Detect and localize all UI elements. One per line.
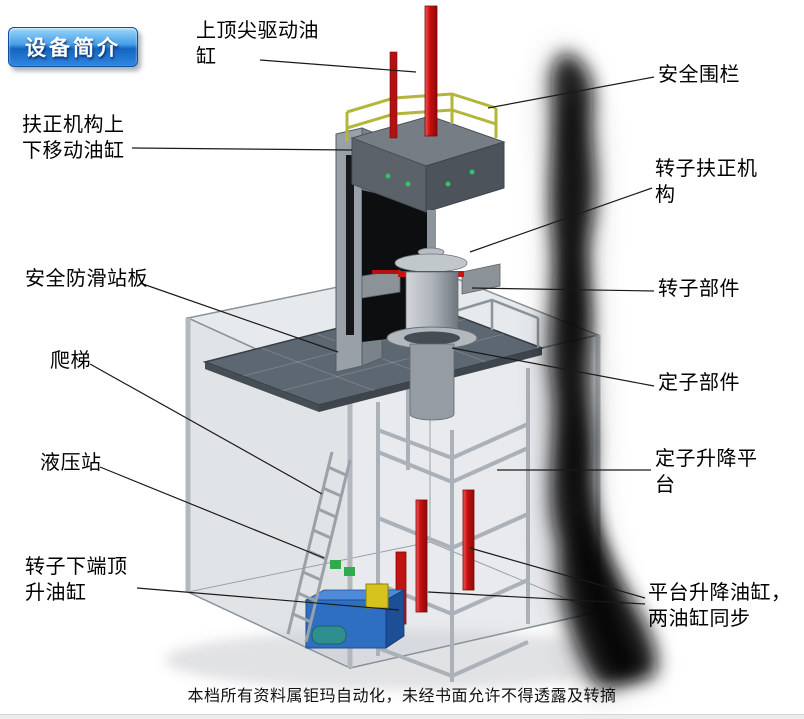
label-centering-lift-cylinder: 扶正机构上下移动油缸 — [22, 114, 125, 162]
label-stator-component: 定子部件 — [658, 372, 740, 394]
access-ladder — [286, 451, 352, 643]
label-platform-lift-cylinders: 平台升降油缸，两油缸同步 — [648, 582, 792, 630]
rotor-assembly — [361, 210, 501, 421]
copyright-note: 本档所有资料属钜玛自动化，未经书面允许不得透露及转摘 — [187, 688, 617, 705]
platform-lift-cylinder-rods — [415, 489, 475, 613]
label-safety-fence: 安全围栏 — [658, 64, 740, 86]
label-hydraulic-station: 液压站 — [40, 452, 102, 474]
bottom-strip — [0, 714, 804, 719]
label-ladder: 爬梯 — [50, 350, 91, 372]
label-rotor-centering: 转子扶正机构 — [655, 158, 758, 206]
label-rotor-bottom-jack: 转子下端顶升油缸 — [25, 556, 128, 604]
ink-smudge — [548, 50, 657, 695]
label-top-drive-cylinder: 上顶尖驱动油缸 — [196, 20, 319, 68]
top-drive-cylinder-rod — [389, 5, 438, 139]
label-rotor-component: 转子部件 — [658, 278, 740, 300]
label-anti-slip-platform: 安全防滑站板 — [25, 268, 148, 290]
leader-lines — [89, 59, 655, 611]
title-badge: 设备简介 — [8, 27, 138, 67]
enclosure-box — [185, 267, 601, 670]
label-stator-lift-platform: 定子升降平台 — [655, 448, 758, 496]
